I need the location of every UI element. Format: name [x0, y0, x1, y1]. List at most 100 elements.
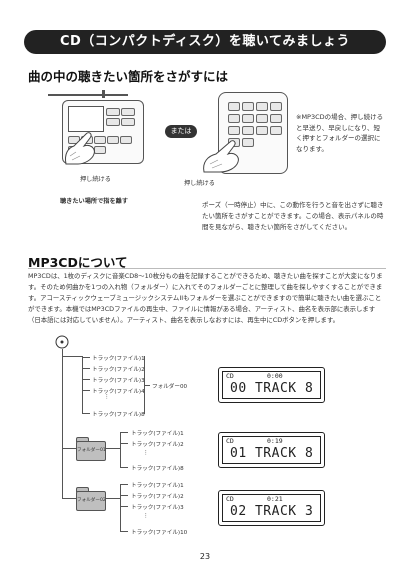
remote-button	[242, 114, 254, 123]
remote-button	[270, 114, 282, 123]
lcd-track: 02 TRACK 3	[230, 504, 314, 519]
or-label: または	[165, 125, 197, 138]
tree-line	[105, 448, 120, 449]
tree-file: トラック(ファイル)2	[92, 367, 145, 373]
tree-file: トラック(ファイル)1	[92, 356, 145, 362]
player-button	[94, 136, 106, 144]
player-button	[121, 118, 135, 126]
tree-file: トラック(ファイル)1	[131, 431, 184, 437]
player-illustration	[48, 88, 148, 166]
folder00-label: フォルダー00	[152, 384, 188, 390]
tree-line	[82, 413, 90, 414]
antenna-line	[48, 94, 128, 96]
lcd-track: 00 TRACK 8	[230, 381, 314, 396]
ellipsis: ⋮	[143, 450, 149, 456]
tree-line	[120, 531, 128, 532]
pause-text: ポーズ（一時停止）中に、この動作を行うと音を出さずに聴きたい箇所をさがすことがで…	[202, 201, 384, 231]
lcd-frame: CD 0:21 02 TRACK 3	[222, 494, 321, 522]
tree-line	[120, 506, 128, 507]
lcd-display-0: CD 0:00 00 TRACK 8	[218, 367, 325, 403]
tree-file: トラック(ファイル)4	[92, 389, 145, 395]
tree-file: トラック(ファイル)3	[131, 505, 184, 511]
lcd-time: 0:00	[267, 372, 283, 380]
player-button	[106, 118, 120, 126]
tree-file: トラック(ファイル)1	[131, 483, 184, 489]
tree-line	[62, 349, 63, 499]
remote-button	[256, 114, 268, 123]
tree-line	[120, 484, 121, 532]
remote-button	[270, 102, 282, 111]
lcd-display-1: CD 0:19 01 TRACK 8	[218, 432, 325, 468]
bracket-line	[144, 385, 150, 386]
section-heading-mp3: MP3CDについて	[28, 255, 128, 270]
folder-icon	[76, 437, 89, 442]
page-title: CD（コンパクトディスク）を聴いてみましょう	[24, 30, 386, 54]
remote-button	[270, 126, 282, 135]
folder02-label: フォルダー02	[77, 498, 106, 503]
remote-button	[228, 126, 240, 135]
tree-line	[120, 432, 128, 433]
remote-button	[228, 102, 240, 111]
tree-line	[62, 498, 76, 499]
remote-button	[242, 102, 254, 111]
page-number: 23	[199, 552, 211, 561]
mp3-body: MP3CDは、1枚のディスクに音楽CD8〜10枚分もの曲を記録することができるた…	[28, 272, 383, 324]
folder-icon	[76, 487, 89, 492]
tree-line	[120, 484, 128, 485]
tree-line	[82, 357, 90, 358]
ellipsis: ⋮	[143, 513, 149, 519]
hold-caption-right: 押し続ける	[184, 180, 215, 187]
player-button	[120, 136, 132, 144]
tree-line	[82, 390, 90, 391]
player-button	[106, 108, 120, 116]
remote-button	[256, 102, 268, 111]
lcd-cd-label: CD	[226, 495, 234, 503]
hold-caption-left: 押し続ける	[80, 176, 111, 183]
lcd-time: 0:19	[267, 437, 283, 445]
tree-line	[120, 443, 128, 444]
tree-line	[120, 495, 128, 496]
tree-line	[62, 356, 82, 357]
mp3-note: ※MP3CDの場合、押し続けると早送り、早戻しになり、短く押すとフォルダーの選択…	[296, 113, 384, 153]
lcd-frame: CD 0:00 00 TRACK 8	[222, 371, 321, 399]
antenna-tip	[102, 90, 105, 98]
player-button	[121, 108, 135, 116]
tree-file: トラック(ファイル)10	[131, 530, 188, 536]
tree-line	[82, 356, 83, 414]
tree-line	[105, 498, 120, 499]
disc-icon	[55, 335, 69, 349]
lcd-display-2: CD 0:21 02 TRACK 3	[218, 490, 325, 526]
player-display	[68, 106, 104, 132]
section-divider	[28, 268, 386, 269]
section-heading-search: 曲の中の聴きたい箇所をさがすには	[28, 69, 229, 84]
release-caption: 聴きたい場所で指を離す	[60, 198, 129, 205]
remote-button	[242, 126, 254, 135]
ellipsis: ⋮	[104, 394, 110, 400]
tree-line	[62, 448, 76, 449]
remote-button	[256, 126, 268, 135]
folder01-label: フォルダー01	[77, 448, 106, 453]
tree-file: トラック(ファイル)8	[92, 412, 145, 418]
lcd-cd-label: CD	[226, 372, 234, 380]
tree-file: トラック(ファイル)2	[131, 494, 184, 500]
lcd-frame: CD 0:19 01 TRACK 8	[222, 436, 321, 464]
player-button	[107, 136, 119, 144]
tree-line	[120, 467, 128, 468]
lcd-time: 0:21	[267, 495, 283, 503]
folder-icon	[76, 441, 106, 461]
remote-button	[228, 114, 240, 123]
tree-file: トラック(ファイル)3	[92, 378, 145, 384]
lcd-cd-label: CD	[226, 437, 234, 445]
hand-icon	[65, 132, 95, 165]
tree-line	[82, 379, 90, 380]
remote-button	[242, 138, 254, 147]
hand-icon	[203, 140, 239, 173]
lcd-track: 01 TRACK 8	[230, 446, 314, 461]
tree-file: トラック(ファイル)8	[131, 466, 184, 472]
tree-line	[82, 368, 90, 369]
tree-line	[120, 432, 121, 468]
folder-icon	[76, 491, 106, 511]
tree-file: トラック(ファイル)2	[131, 442, 184, 448]
remote-illustration	[200, 86, 290, 174]
